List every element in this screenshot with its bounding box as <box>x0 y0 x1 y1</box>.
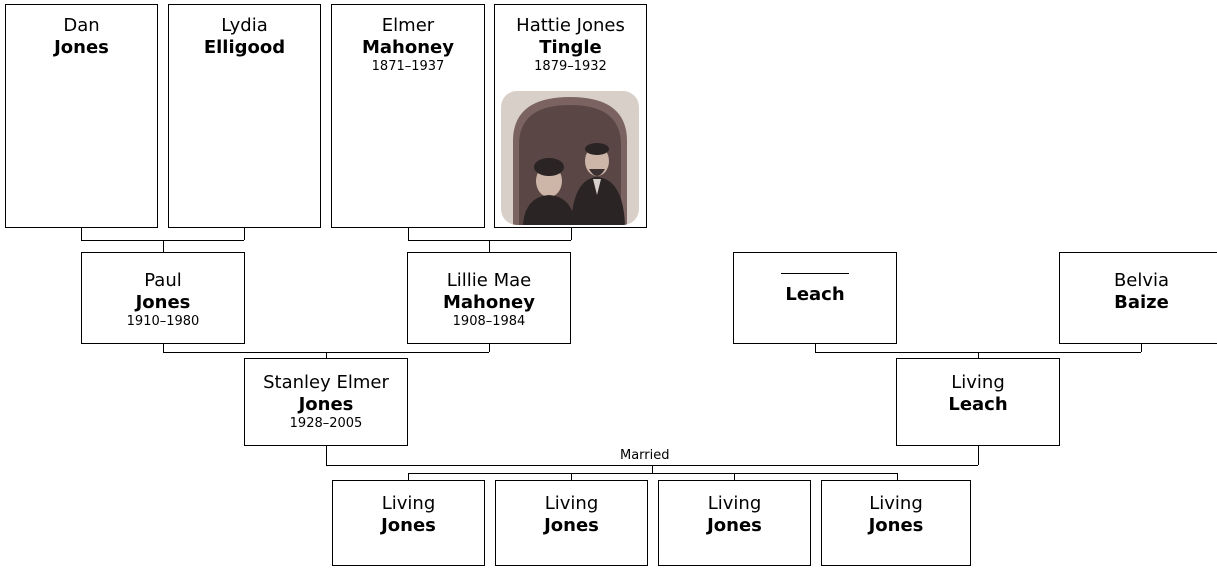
connector-line <box>897 473 898 480</box>
connector-line <box>408 228 409 240</box>
marriage-label: Married <box>618 448 672 463</box>
person-card-lillie-mae-mahoney[interactable]: Lillie Mae Mahoney 1908–1984 <box>407 252 571 344</box>
person-card-child-3[interactable]: Living Jones <box>658 480 811 566</box>
surname: Jones <box>544 515 599 536</box>
person-card-child-2[interactable]: Living Jones <box>495 480 648 566</box>
surname: Mahoney <box>362 37 454 58</box>
connector-line <box>489 344 490 352</box>
surname: Elligood <box>203 37 286 58</box>
surname: Jones <box>381 515 436 536</box>
person-card-belvia-baize[interactable]: Belvia Baize <box>1059 252 1217 344</box>
connector-line <box>244 228 245 240</box>
life-dates: 1910–1980 <box>126 314 200 329</box>
life-dates: 1879–1932 <box>534 59 607 74</box>
connector-line <box>163 344 164 352</box>
surname: Baize <box>1114 292 1169 313</box>
given-name: Hattie Jones <box>516 15 625 36</box>
connector-line <box>81 228 82 240</box>
given-name: Lillie Mae <box>446 270 532 291</box>
surname: Mahoney <box>443 292 535 313</box>
given-name: Living <box>951 372 1005 393</box>
connector-line <box>408 473 409 480</box>
surname: Jones <box>298 394 354 415</box>
given-name: Living <box>869 493 923 514</box>
given-name: Elmer <box>381 15 435 36</box>
person-card-elmer-mahoney[interactable]: Elmer Mahoney 1871–1937 <box>331 4 485 228</box>
given-name: Paul <box>144 270 182 291</box>
person-card-child-1[interactable]: Living Jones <box>332 480 485 566</box>
connector-line <box>734 473 735 480</box>
connector-line <box>408 473 897 474</box>
connector-line <box>652 465 653 473</box>
person-card-paul-jones[interactable]: Paul Jones 1910–1980 <box>81 252 245 344</box>
connector-line <box>571 473 572 480</box>
life-dates: 1871–1937 <box>371 59 445 74</box>
surname: Leach <box>785 284 845 305</box>
given-name: Living <box>707 493 762 514</box>
given-name: Belvia <box>1113 270 1170 291</box>
given-name: Stanley Elmer <box>263 372 389 393</box>
person-card-living-leach[interactable]: Living Leach <box>896 358 1060 446</box>
connector-line <box>326 446 327 465</box>
connector-line <box>1141 344 1142 352</box>
given-name: Dan <box>63 15 100 36</box>
connector-line <box>571 228 572 240</box>
surname: Tingle <box>539 37 602 58</box>
surname: Jones <box>707 515 762 536</box>
person-card-leach-father[interactable]: Leach <box>733 252 897 344</box>
surname: Leach <box>948 394 1008 415</box>
unknown-given-name-line <box>781 273 849 274</box>
given-name: Living <box>381 493 436 514</box>
connector-line <box>81 240 244 241</box>
surname: Jones <box>54 37 109 58</box>
life-dates: 1908–1984 <box>452 314 526 329</box>
connector-line <box>815 344 816 352</box>
surname: Jones <box>868 515 924 536</box>
person-card-lydia-elligood[interactable]: Lydia Elligood <box>168 4 321 228</box>
person-card-child-4[interactable]: Living Jones <box>821 480 971 566</box>
connector-line <box>326 352 327 358</box>
couple-portrait-photo[interactable] <box>501 91 639 225</box>
life-dates: 1928–2005 <box>289 416 363 431</box>
given-name: Living <box>544 493 599 514</box>
given-name: Lydia <box>221 15 268 36</box>
connector-line <box>978 446 979 465</box>
connector-line <box>163 240 164 252</box>
person-card-dan-jones[interactable]: Dan Jones <box>5 4 158 228</box>
connector-line <box>978 352 979 358</box>
connector-line <box>489 240 490 252</box>
surname: Jones <box>135 292 191 313</box>
person-card-stanley-elmer-jones[interactable]: Stanley Elmer Jones 1928–2005 <box>244 358 408 446</box>
person-card-hattie-jones-tingle[interactable]: Hattie Jones Tingle 1879–1932 <box>494 4 647 228</box>
